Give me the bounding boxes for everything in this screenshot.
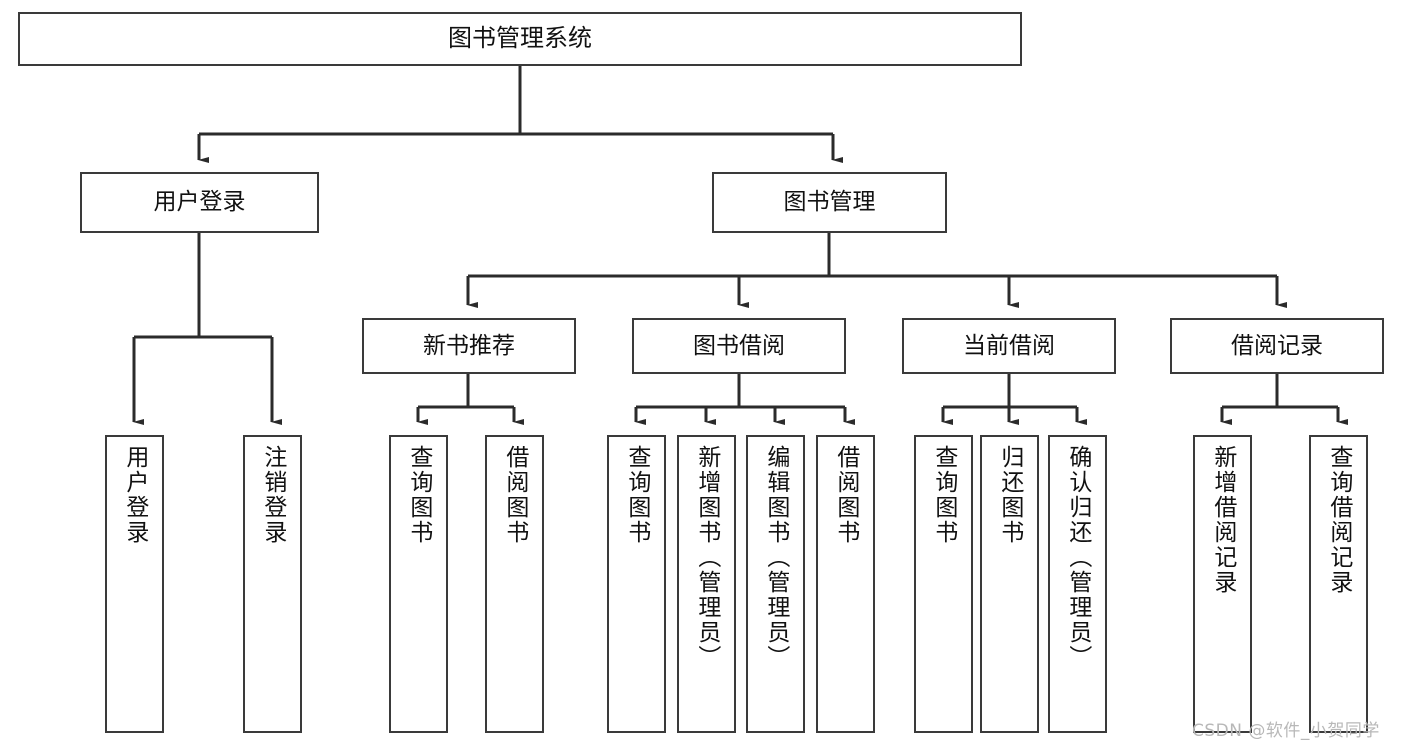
leaf-query-book-3[interactable]: 查询图书 <box>914 435 973 733</box>
leaf-borrow-book-2-label: 借阅图书 <box>832 445 859 545</box>
leaf-query-book-2[interactable]: 查询图书 <box>607 435 666 733</box>
watermark-text: CSDN @软件_小贺同学 <box>1192 721 1380 741</box>
leaf-return-book-label: 归还图书 <box>996 445 1023 545</box>
node-user-login-label: 用户登录 <box>153 189 246 216</box>
leaf-borrow-book-1-label: 借阅图书 <box>501 445 528 545</box>
node-root-label: 图书管理系统 <box>448 24 592 53</box>
leaf-query-book-2-label: 查询图书 <box>623 445 650 545</box>
node-book-borrow[interactable]: 图书借阅 <box>632 318 846 374</box>
node-book-management-label: 图书管理 <box>783 189 876 216</box>
leaf-query-record[interactable]: 查询借阅记录 <box>1309 435 1368 733</box>
leaf-add-book[interactable]: 新增图书（管理员） <box>677 435 736 733</box>
leaf-edit-book[interactable]: 编辑图书（管理员） <box>746 435 805 733</box>
leaf-add-record[interactable]: 新增借阅记录 <box>1193 435 1252 733</box>
node-current-borrow-label: 当前借阅 <box>963 332 1055 359</box>
leaf-logout[interactable]: 注销登录 <box>243 435 302 733</box>
node-book-borrow-label: 图书借阅 <box>693 332 785 359</box>
leaf-add-book-label: 新增图书（管理员） <box>693 445 720 670</box>
leaf-return-book[interactable]: 归还图书 <box>980 435 1039 733</box>
leaf-confirm-return[interactable]: 确认归还（管理员） <box>1048 435 1107 733</box>
leaf-borrow-book-1[interactable]: 借阅图书 <box>485 435 544 733</box>
leaf-user-login-label: 用户登录 <box>121 445 148 545</box>
node-current-borrow[interactable]: 当前借阅 <box>902 318 1116 374</box>
leaf-user-login[interactable]: 用户登录 <box>105 435 164 733</box>
node-user-login[interactable]: 用户登录 <box>80 172 319 233</box>
node-new-book-recommend-label: 新书推荐 <box>423 332 515 359</box>
node-root[interactable]: 图书管理系统 <box>18 12 1022 66</box>
node-borrow-record-label: 借阅记录 <box>1231 332 1323 359</box>
leaf-add-record-label: 新增借阅记录 <box>1209 445 1236 595</box>
leaf-confirm-return-label: 确认归还（管理员） <box>1064 445 1091 670</box>
node-new-book-recommend[interactable]: 新书推荐 <box>362 318 576 374</box>
leaf-query-book-3-label: 查询图书 <box>930 445 957 545</box>
leaf-query-book-1[interactable]: 查询图书 <box>389 435 448 733</box>
leaf-borrow-book-2[interactable]: 借阅图书 <box>816 435 875 733</box>
leaf-query-record-label: 查询借阅记录 <box>1325 445 1352 595</box>
leaf-query-book-1-label: 查询图书 <box>405 445 432 545</box>
node-book-management[interactable]: 图书管理 <box>712 172 947 233</box>
node-borrow-record[interactable]: 借阅记录 <box>1170 318 1384 374</box>
leaf-logout-label: 注销登录 <box>259 445 286 545</box>
leaf-edit-book-label: 编辑图书（管理员） <box>762 445 789 670</box>
